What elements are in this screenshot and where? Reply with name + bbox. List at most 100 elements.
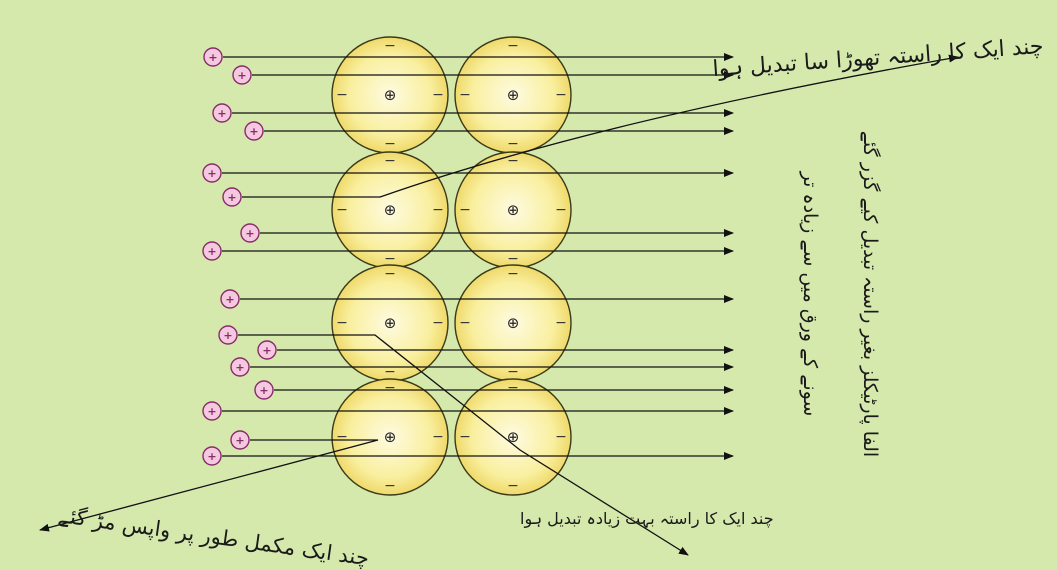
electron-symbol: − [459, 429, 471, 445]
alpha-particle-circle [202, 163, 222, 183]
alpha-particle-sign: + [207, 405, 216, 418]
alpha-particle: + [257, 340, 277, 360]
alpha-particle: + [202, 241, 222, 261]
gold-atom: ⊕ − − − − [454, 36, 572, 154]
alpha-particle-circle [218, 325, 238, 345]
alpha-particle-sign: + [207, 167, 216, 180]
undeflected-caption-line-1: الفا پارٹیکلز بغیر راستہ تبدیل کیے گزر گ… [859, 130, 881, 458]
electron-symbol: − [555, 202, 567, 218]
nucleus-symbol: ⊕ [507, 314, 520, 332]
nucleus-symbol: ⊕ [384, 86, 397, 104]
alpha-particle-circle [232, 65, 252, 85]
alpha-particle: + [230, 430, 250, 450]
electron-symbol: − [432, 87, 444, 103]
alpha-particle: + [212, 103, 232, 123]
gold-atom: ⊕ − − − − [454, 378, 572, 496]
alpha-particle-circle [257, 340, 277, 360]
alpha-particle-circle [240, 223, 260, 243]
alpha-particle-circle [244, 121, 264, 141]
electron-symbol: − [555, 429, 567, 445]
alpha-particle-sign: + [235, 361, 244, 374]
electron-symbol: − [507, 364, 519, 380]
electron-symbol: − [384, 153, 396, 169]
electron-symbol: − [432, 315, 444, 331]
electron-symbol: − [384, 251, 396, 267]
alpha-particle: + [240, 223, 260, 243]
atom-circle [331, 378, 449, 496]
alpha-particle-circle [202, 401, 222, 421]
electron-symbol: − [507, 478, 519, 494]
gold-atom: ⊕−−−− [331, 264, 449, 382]
electron-symbol: − [507, 136, 519, 152]
alpha-particle-sign: + [225, 293, 234, 306]
alpha-particle-sign: + [262, 344, 271, 357]
alpha-particle-sign: + [235, 434, 244, 447]
electron-symbol: − [555, 87, 567, 103]
alpha-particle-circle [212, 103, 232, 123]
alpha-particle-circle [230, 430, 250, 450]
electron-symbol: − [507, 380, 519, 396]
alpha-particle-sign: + [207, 245, 216, 258]
alpha-particle-circle [254, 380, 274, 400]
electron-symbol: − [432, 429, 444, 445]
electron-symbol: − [384, 266, 396, 282]
nucleus-symbol: ⊕ [384, 428, 397, 446]
alpha-particle-sign: + [217, 107, 226, 120]
alpha-particle-circle [230, 357, 250, 377]
alpha-particle-sign: + [259, 384, 268, 397]
nucleus-symbol: ⊕ [507, 201, 520, 219]
electron-symbol: − [384, 136, 396, 152]
electron-symbol: − [384, 364, 396, 380]
alpha-particle-circle [222, 187, 242, 207]
alpha-particle: + [222, 187, 242, 207]
electron-symbol: − [459, 315, 471, 331]
nucleus-symbol: ⊕ [507, 86, 520, 104]
electron-symbol: − [384, 38, 396, 54]
electron-symbol: − [336, 429, 348, 445]
electron-symbol: − [459, 87, 471, 103]
alpha-particle-sign: + [223, 329, 232, 342]
electron-symbol: − [336, 202, 348, 218]
alpha-particle-circle [203, 47, 223, 67]
electron-symbol: − [507, 38, 519, 54]
gold-atom: ⊕ − − − − [331, 151, 449, 269]
undeflected-caption-line-2: سونے کے ورق میں سے زیادہ تر [799, 171, 821, 417]
alpha-particle: + [244, 121, 264, 141]
alpha-particle-sign: + [249, 125, 258, 138]
electron-symbol: − [555, 315, 567, 331]
bounce-back-arrow [39, 439, 379, 532]
alpha-particle: + [230, 357, 250, 377]
alpha-particle: + [202, 446, 222, 466]
electron-symbol: − [507, 266, 519, 282]
alpha-particle-circle [202, 241, 222, 261]
alpha-particle: + [203, 47, 223, 67]
alpha-particle: + [220, 289, 240, 309]
electron-symbol: − [432, 202, 444, 218]
nucleus-symbol: ⊕ [507, 428, 520, 446]
alpha-particle-sign: + [207, 450, 216, 463]
nucleus-symbol: ⊕ [384, 201, 397, 219]
electron-symbol: − [507, 153, 519, 169]
atom-circle [454, 378, 572, 496]
gold-atom: ⊕ − − − − [454, 264, 572, 382]
electron-symbol: − [336, 87, 348, 103]
alpha-particle: + [218, 325, 238, 345]
electron-symbol: − [336, 315, 348, 331]
alpha-particle-sign: + [227, 191, 236, 204]
gold-atom: ⊕−−−− [331, 378, 449, 496]
alpha-particle: + [202, 163, 222, 183]
alpha-particle-sign: + [245, 227, 254, 240]
alpha-particle-sign: + [208, 51, 217, 64]
electron-symbol: − [507, 251, 519, 267]
strongly-deflected-caption: چند ایک کا راستہ بہت زیادہ تبدیل ہوا [520, 509, 774, 528]
electron-symbol: − [384, 380, 396, 396]
alpha-particle: + [232, 65, 252, 85]
gold-atom: ⊕ − − − − [331, 36, 449, 154]
slight-deflection-arrow [242, 54, 959, 198]
alpha-particle: + [254, 380, 274, 400]
strong-deflection-arrow [238, 334, 689, 556]
electron-symbol: − [459, 202, 471, 218]
alpha-particle-sign: + [237, 69, 246, 82]
